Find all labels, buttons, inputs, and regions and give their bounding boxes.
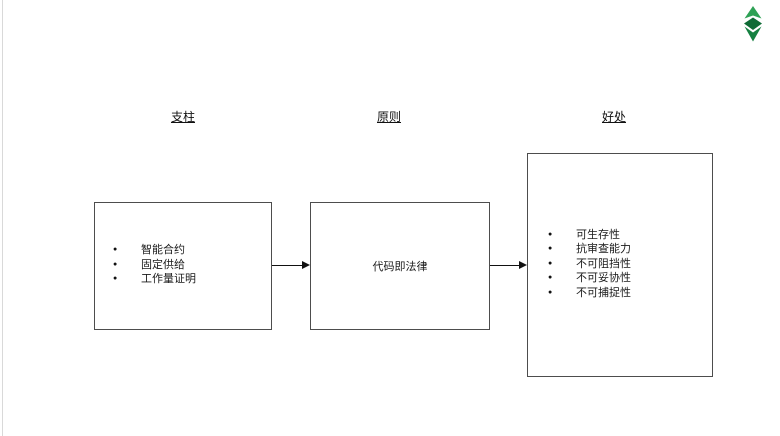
list-item: ● 智能合约	[113, 244, 196, 259]
column-heading-pillars: 支柱	[170, 110, 196, 124]
list-item-label: 不可阻挡性	[576, 257, 631, 270]
list-item-label: 抗审查能力	[576, 243, 631, 256]
principles-box: 代码即法律	[310, 202, 490, 330]
ethereum-classic-logo	[743, 6, 763, 42]
logo-middle-diamond	[744, 17, 762, 30]
benefits-list: ● 可生存性 ● 抗审查能力 ● 不可阻挡性 ● 不可妥协性 ● 不可捕捉性	[528, 229, 631, 302]
bullet-icon: ●	[548, 245, 553, 253]
left-edge-line	[2, 0, 3, 436]
logo-top-triangle	[744, 6, 762, 19]
list-item: ● 不可捕捉性	[548, 287, 631, 302]
list-item-label: 可生存性	[576, 228, 620, 241]
arrow-head-icon	[302, 261, 310, 269]
list-item-label: 不可妥协性	[576, 272, 631, 285]
arrow-head-icon	[519, 261, 527, 269]
pillars-list: ● 智能合约 ● 固定供给 ● 工作量证明	[95, 244, 196, 288]
list-item-label: 不可捕捉性	[576, 286, 631, 299]
list-item-label: 智能合约	[141, 244, 185, 257]
list-item-label: 固定供给	[141, 258, 185, 271]
arrow-principles-to-benefits	[490, 261, 527, 270]
bullet-icon: ●	[113, 275, 118, 283]
list-item: ● 可生存性	[548, 229, 631, 244]
list-item: ● 不可妥协性	[548, 272, 631, 287]
bullet-icon: ●	[548, 230, 553, 238]
list-item: ● 固定供给	[113, 259, 196, 274]
list-item: ● 工作量证明	[113, 273, 196, 288]
arrow-line	[272, 265, 303, 266]
benefits-box: ● 可生存性 ● 抗审查能力 ● 不可阻挡性 ● 不可妥协性 ● 不可捕捉性	[527, 153, 713, 377]
principles-label: 代码即法律	[372, 261, 428, 273]
bullet-icon: ●	[113, 260, 118, 268]
list-item: ● 不可阻挡性	[548, 258, 631, 273]
logo-bottom-triangle	[744, 26, 762, 42]
pillars-box: ● 智能合约 ● 固定供给 ● 工作量证明	[94, 202, 272, 330]
list-item-label: 工作量证明	[141, 273, 196, 286]
bullet-icon: ●	[548, 288, 553, 296]
list-item: ● 抗审查能力	[548, 243, 631, 258]
bullet-icon: ●	[113, 246, 118, 254]
arrow-pillars-to-principles	[272, 261, 310, 270]
bullet-icon: ●	[548, 274, 553, 282]
bullet-icon: ●	[548, 259, 553, 267]
column-heading-benefits: 好处	[601, 110, 627, 124]
arrow-line	[490, 265, 520, 266]
column-heading-principles: 原则	[376, 110, 402, 124]
